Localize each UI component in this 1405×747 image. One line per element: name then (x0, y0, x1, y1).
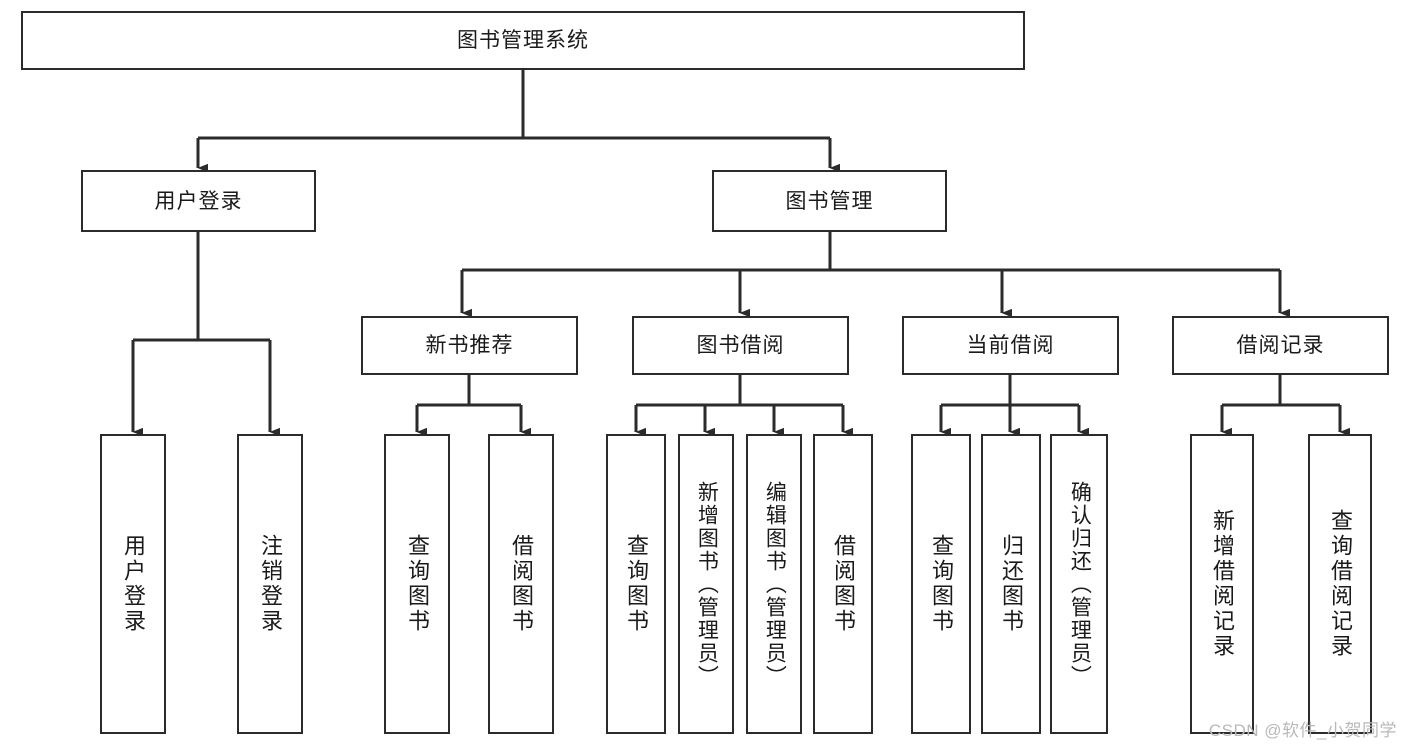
node-user-login[interactable]: 用户登录 (81, 170, 316, 232)
node-leaf-query-book-1-label: 查询图书 (404, 534, 430, 634)
node-book-management-label: 图书管理 (785, 189, 874, 213)
node-new-book-recommend[interactable]: 新书推荐 (361, 316, 578, 375)
node-leaf-add-book[interactable]: 新增图书（管理员） (678, 434, 734, 734)
node-leaf-query-record-label: 查询借阅记录 (1327, 509, 1353, 659)
node-book-management[interactable]: 图书管理 (712, 170, 947, 232)
node-current-borrow[interactable]: 当前借阅 (902, 316, 1119, 375)
node-book-borrow-label: 图书借阅 (696, 334, 785, 357)
node-new-book-recommend-label: 新书推荐 (425, 334, 514, 357)
node-root-system[interactable]: 图书管理系统 (21, 11, 1025, 70)
node-leaf-confirm-return[interactable]: 确认归还（管理员） (1050, 434, 1108, 734)
node-leaf-return-book[interactable]: 归还图书 (981, 434, 1041, 734)
node-leaf-borrow-book-1[interactable]: 借阅图书 (488, 434, 554, 734)
node-leaf-logout-login-label: 注销登录 (257, 534, 283, 634)
node-book-borrow[interactable]: 图书借阅 (632, 316, 849, 375)
node-borrow-record-label: 借阅记录 (1236, 334, 1325, 357)
node-leaf-confirm-return-label: 确认归还（管理员） (1068, 480, 1092, 688)
node-leaf-query-book-2[interactable]: 查询图书 (606, 434, 666, 734)
node-root-system-label: 图书管理系统 (457, 29, 589, 52)
node-leaf-edit-book-label: 编辑图书（管理员） (763, 480, 787, 688)
node-leaf-borrow-book-1-label: 借阅图书 (508, 534, 534, 634)
node-leaf-add-book-label: 新增图书（管理员） (695, 480, 719, 688)
node-leaf-query-book-3-label: 查询图书 (928, 534, 954, 634)
node-leaf-query-book-3[interactable]: 查询图书 (911, 434, 971, 734)
node-current-borrow-label: 当前借阅 (966, 334, 1055, 357)
node-leaf-return-book-label: 归还图书 (998, 534, 1024, 634)
node-leaf-borrow-book-2-label: 借阅图书 (830, 534, 856, 634)
node-leaf-edit-book[interactable]: 编辑图书（管理员） (746, 434, 802, 734)
node-leaf-query-book-2-label: 查询图书 (623, 534, 649, 634)
node-leaf-user-login[interactable]: 用户登录 (100, 434, 166, 734)
node-leaf-borrow-book-2[interactable]: 借阅图书 (813, 434, 873, 734)
node-leaf-add-record[interactable]: 新增借阅记录 (1190, 434, 1254, 734)
node-user-login-label: 用户登录 (154, 189, 243, 213)
node-leaf-user-login-label: 用户登录 (120, 534, 146, 634)
node-leaf-query-book-1[interactable]: 查询图书 (384, 434, 450, 734)
node-leaf-logout-login[interactable]: 注销登录 (237, 434, 303, 734)
node-leaf-add-record-label: 新增借阅记录 (1209, 509, 1235, 659)
node-borrow-record[interactable]: 借阅记录 (1172, 316, 1389, 375)
node-leaf-query-record[interactable]: 查询借阅记录 (1308, 434, 1372, 734)
